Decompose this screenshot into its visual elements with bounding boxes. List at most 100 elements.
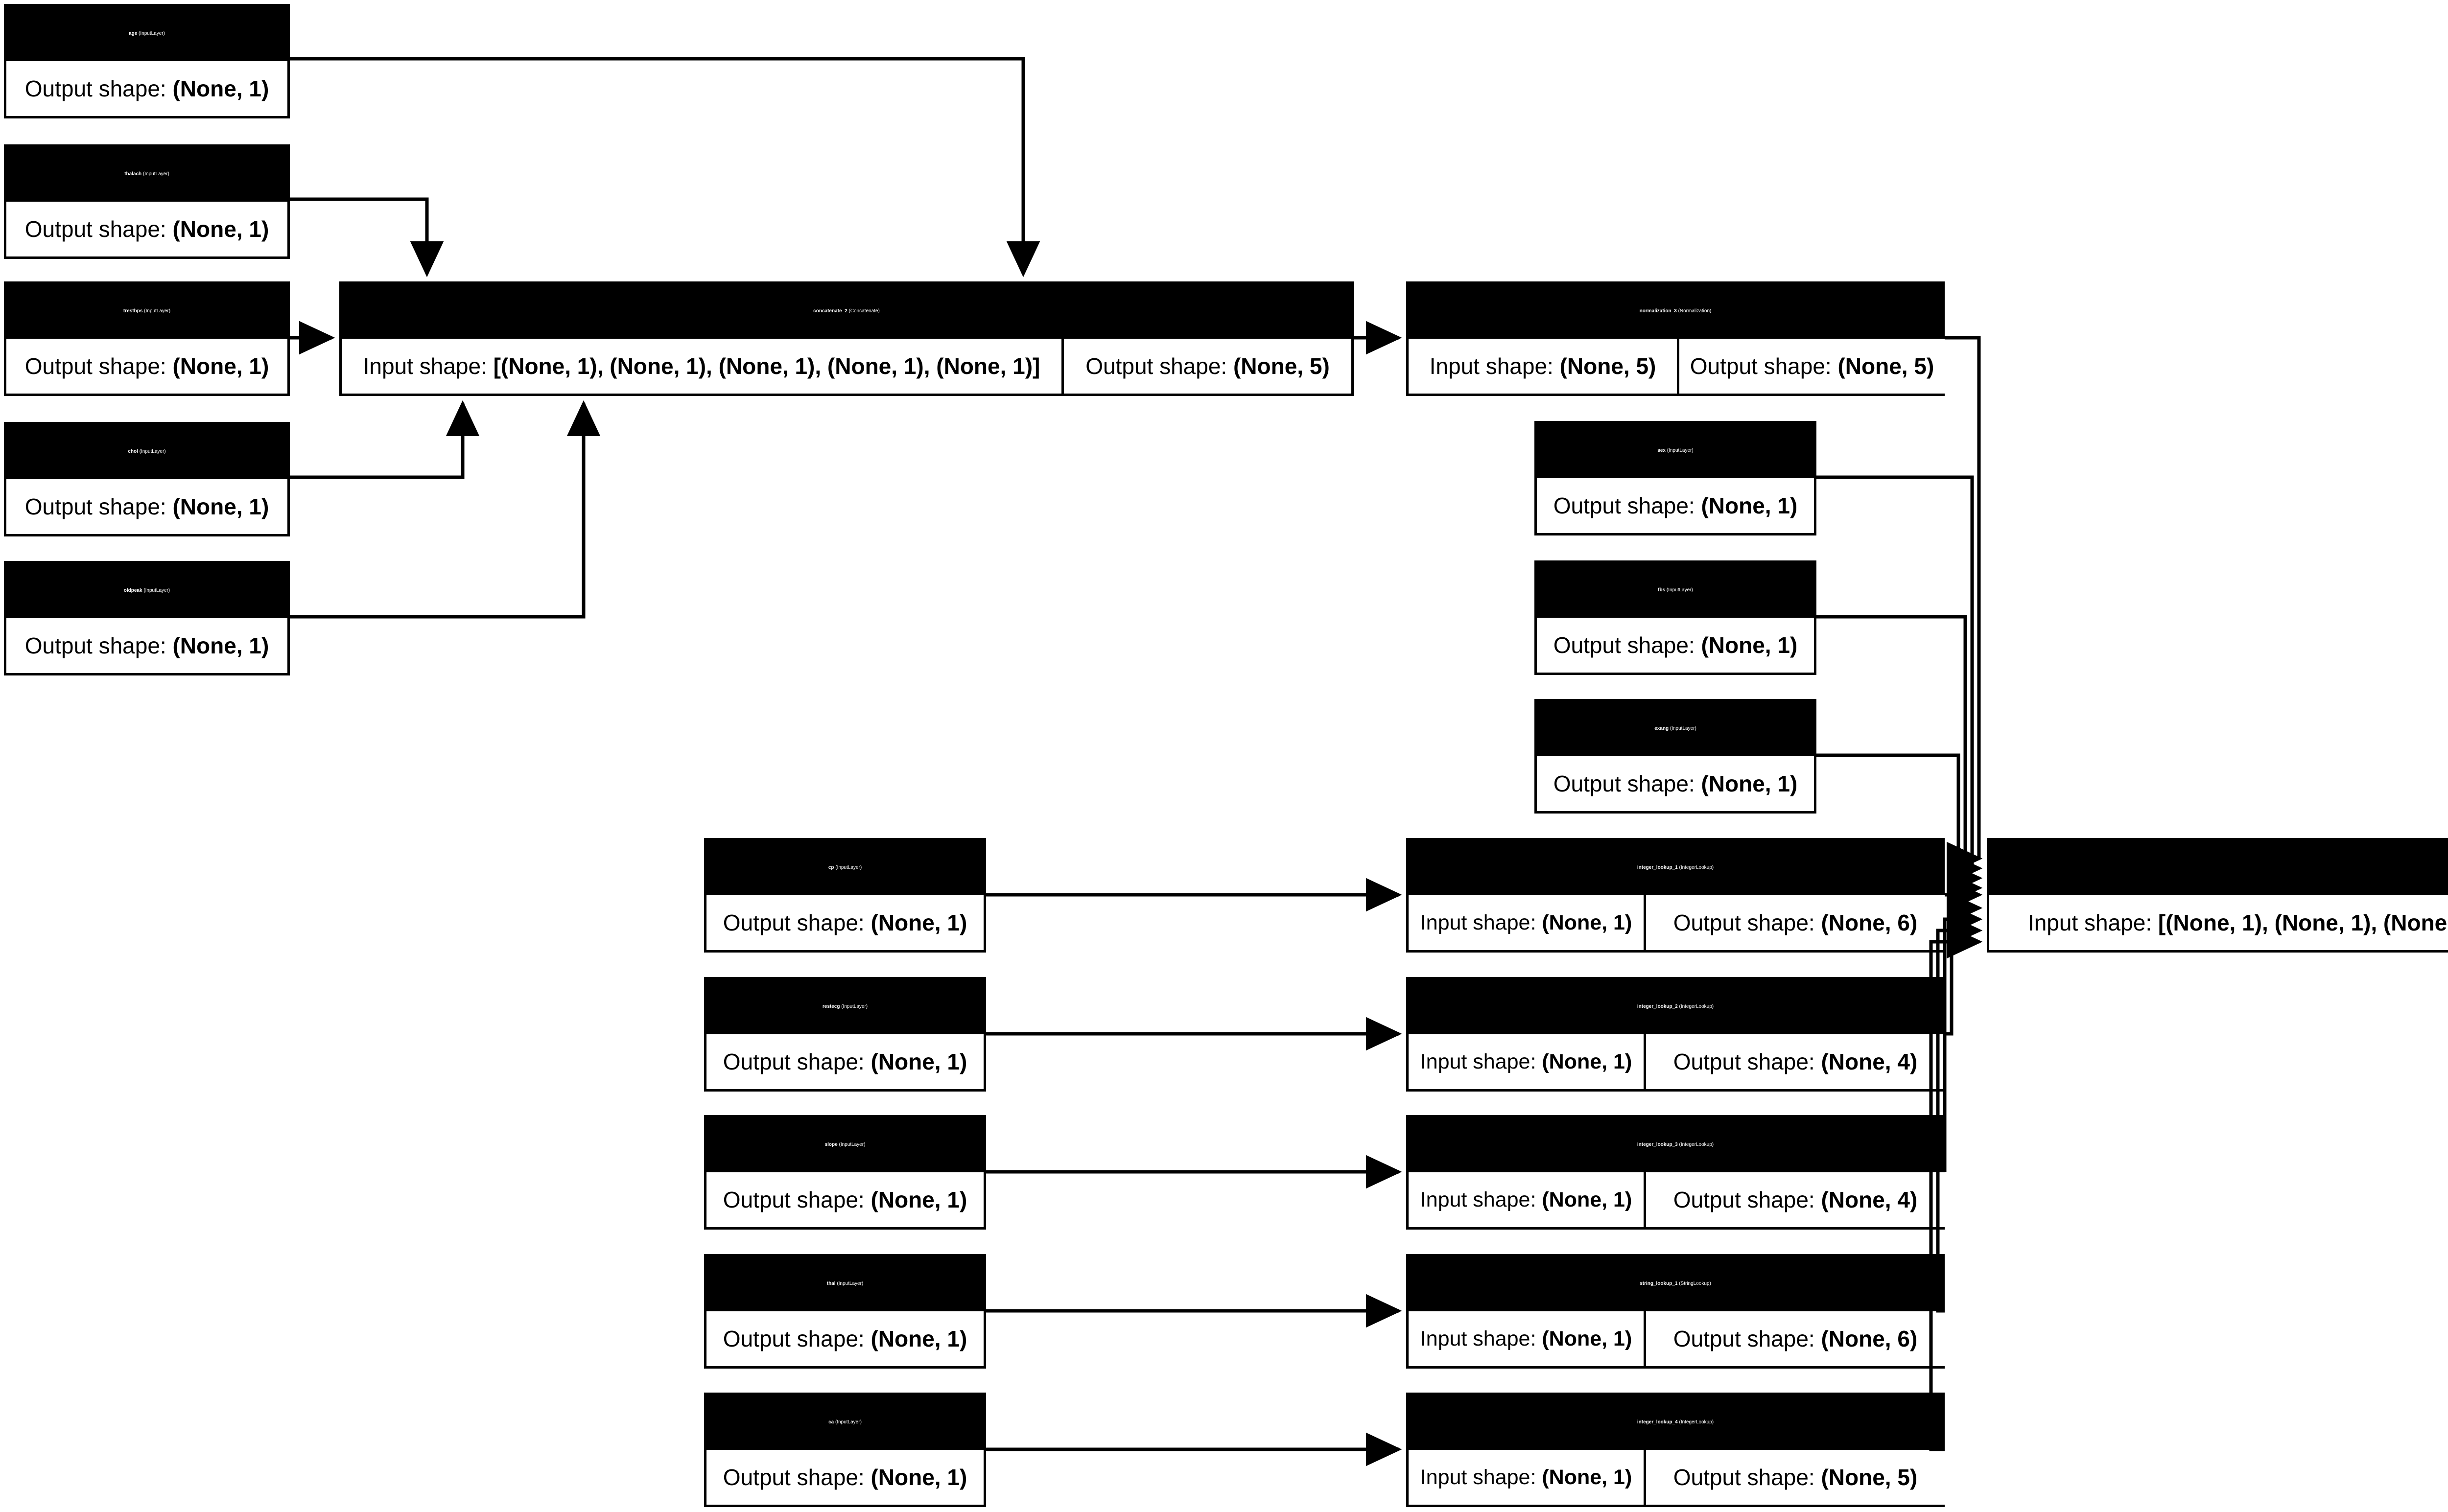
- layer-type-slope: (InputLayer): [839, 1141, 866, 1147]
- shape-value: (None, 6): [1821, 910, 1918, 935]
- shape-value: (None, 1): [871, 910, 967, 935]
- layer-node-cp[interactable]: cp (InputLayer)Output shape: (None, 1): [704, 838, 986, 953]
- shape-value: (None, 4): [1821, 1049, 1918, 1074]
- layer-name-integer_lookup_4: integer_lookup_4: [1637, 1419, 1678, 1425]
- layer-node-string_lookup_1[interactable]: string_lookup_1 (StringLookup)Input shap…: [1406, 1254, 1945, 1369]
- layer-node-restecg[interactable]: restecg (InputLayer)Output shape: (None,…: [704, 977, 986, 1092]
- shape-cell-concatenate_2-1: Output shape: (None, 5): [1061, 339, 1351, 394]
- layer-header-integer_lookup_3: integer_lookup_3 (IntegerLookup): [1409, 1117, 1942, 1172]
- shape-cell-integer_lookup_4-0: Input shape: (None, 1): [1409, 1450, 1644, 1505]
- layer-name-string_lookup_1: string_lookup_1: [1640, 1280, 1678, 1286]
- shape-cell-thal-0: Output shape: (None, 1): [706, 1311, 984, 1366]
- layer-type-oldpeak: (InputLayer): [143, 587, 170, 593]
- shape-label: Output shape:: [24, 633, 173, 658]
- layer-type-ca: (InputLayer): [835, 1419, 862, 1425]
- layer-type-integer_lookup_2: (IntegerLookup): [1679, 1003, 1714, 1009]
- layer-name-integer_lookup_1: integer_lookup_1: [1637, 864, 1678, 870]
- shape-cell-normalization_3-1: Output shape: (None, 5): [1677, 339, 1945, 394]
- layer-shapes-thal: Output shape: (None, 1): [706, 1311, 984, 1366]
- layer-node-normalization_3[interactable]: normalization_3 (Normalization)Input sha…: [1406, 281, 1945, 396]
- shape-label: Output shape:: [1085, 353, 1233, 379]
- layer-node-trestbps[interactable]: trestbps (InputLayer)Output shape: (None…: [4, 281, 290, 396]
- shape-cell-concatenate_2-0: Input shape: [(None, 1), (None, 1), (Non…: [342, 339, 1061, 394]
- layer-name-age: age: [129, 30, 138, 36]
- layer-node-ca[interactable]: ca (InputLayer) Output shape: (None, 1): [704, 1393, 986, 1507]
- shape-value: (None, 1): [871, 1465, 967, 1490]
- layer-name-trestbps: trestbps: [123, 308, 143, 314]
- shape-label: Input shape:: [1420, 1465, 1542, 1489]
- layer-node-thalach[interactable]: thalach (InputLayer)Output shape: (None,…: [4, 144, 290, 259]
- shape-cell-trestbps-0: Output shape: (None, 1): [6, 339, 287, 394]
- shape-label: Output shape:: [24, 494, 173, 519]
- layer-shapes-ca: Output shape: (None, 1): [706, 1450, 984, 1505]
- shape-cell-string_lookup_1-1: Output shape: (None, 6): [1644, 1311, 1945, 1366]
- layer-name-thal: thal: [826, 1280, 836, 1286]
- shape-value: (None, 5): [1233, 353, 1330, 379]
- shape-label: Output shape:: [723, 1465, 871, 1490]
- layer-shapes-integer_lookup_4: Input shape: (None, 1) Output shape: (Non…: [1409, 1450, 1945, 1505]
- layer-header-concatenate_2: concatenate_2 (Concatenate): [342, 284, 1351, 339]
- edge-normalization_3-to-concatenate_3: [1945, 336, 1983, 876]
- layer-node-sex[interactable]: sex (InputLayer)Output shape: (None, 1): [1534, 421, 1816, 535]
- layer-node-integer_lookup_3[interactable]: integer_lookup_3 (IntegerLookup)Input sh…: [1406, 1115, 1945, 1230]
- layer-node-concatenate_3[interactable]: concatenate_3 (Concatenate)Input shape: …: [1987, 838, 2448, 953]
- layer-type-integer_lookup_4: (IntegerLookup): [1679, 1419, 1714, 1425]
- layer-shapes-chol: Output shape: (None, 1): [6, 479, 287, 534]
- shape-value: (None, 1): [172, 494, 269, 519]
- layer-node-age[interactable]: age (InputLayer)Output shape: (None, 1): [4, 4, 290, 118]
- layer-node-integer_lookup_1[interactable]: integer_lookup_1 (IntegerLookup)Input sh…: [1406, 838, 1945, 953]
- layer-shapes-thalach: Output shape: (None, 1): [6, 202, 287, 256]
- layer-shapes-integer_lookup_3: Input shape: (None, 1)Output shape: (Non…: [1409, 1172, 1945, 1227]
- layer-node-slope[interactable]: slope (InputLayer) Output shape: (None, 1…: [704, 1115, 986, 1230]
- layer-header-string_lookup_1: string_lookup_1 (StringLookup): [1409, 1256, 1942, 1311]
- layer-node-integer_lookup_2[interactable]: integer_lookup_2 (IntegerLookup)Input sh…: [1406, 977, 1945, 1092]
- layer-name-ca: ca: [828, 1419, 834, 1425]
- layer-node-oldpeak[interactable]: oldpeak (InputLayer)Output shape: (None,…: [4, 561, 290, 675]
- layer-name-integer_lookup_3: integer_lookup_3: [1637, 1141, 1678, 1147]
- shape-cell-integer_lookup_2-1: Output shape: (None, 4): [1644, 1034, 1945, 1089]
- layer-header-cp: cp (InputLayer): [706, 840, 984, 895]
- shape-value: (None, 1): [1542, 1465, 1632, 1489]
- layer-shapes-integer_lookup_1: Input shape: (None, 1)Output shape: (Non…: [1409, 895, 1945, 950]
- shape-cell-ca-0: Output shape: (None, 1): [706, 1450, 984, 1505]
- layer-name-oldpeak: oldpeak: [123, 587, 142, 593]
- layer-shapes-string_lookup_1: Input shape: (None, 1)Output shape: (Non…: [1409, 1311, 1945, 1366]
- layer-name-sex: sex: [1657, 447, 1666, 453]
- layer-header-integer_lookup_2: integer_lookup_2 (IntegerLookup): [1409, 979, 1942, 1034]
- layer-node-concatenate_2[interactable]: concatenate_2 (Concatenate)Input shape: …: [339, 281, 1354, 396]
- layer-type-exang: (InputLayer): [1670, 725, 1696, 731]
- layer-name-chol: chol: [128, 448, 138, 454]
- shape-cell-string_lookup_1-0: Input shape: (None, 1): [1409, 1311, 1644, 1366]
- layer-shapes-fbs: Output shape: (None, 1): [1537, 618, 1814, 673]
- layer-type-thal: (InputLayer): [837, 1280, 864, 1286]
- layer-shapes-integer_lookup_2: Input shape: (None, 1)Output shape: (Non…: [1409, 1034, 1945, 1089]
- layer-node-exang[interactable]: exang (InputLayer)Output shape: (None, 1…: [1534, 699, 1816, 814]
- shape-value: (None, 1): [172, 76, 269, 101]
- shape-value: (None, 1): [1542, 1326, 1632, 1350]
- shape-label: Input shape:: [1429, 353, 1560, 379]
- shape-label: Input shape:: [1420, 1187, 1542, 1211]
- shape-label: Output shape:: [723, 1187, 871, 1212]
- layer-name-slope: slope: [824, 1141, 838, 1147]
- layer-header-exang: exang (InputLayer): [1537, 701, 1814, 756]
- shape-value: (None, 1): [871, 1187, 967, 1212]
- shape-label: Output shape:: [1673, 1465, 1821, 1490]
- layer-header-thalach: thalach (InputLayer): [6, 147, 287, 202]
- shape-label: Output shape:: [24, 76, 173, 101]
- shape-cell-thalach-0: Output shape: (None, 1): [6, 202, 287, 256]
- layer-type-thalach: (InputLayer): [142, 171, 169, 177]
- layer-name-cp: cp: [828, 864, 834, 870]
- layer-node-fbs[interactable]: fbs (InputLayer)Output shape: (None, 1): [1534, 560, 1816, 675]
- layer-node-thal[interactable]: thal (InputLayer) Output shape: (None, 1): [704, 1254, 986, 1369]
- layer-shapes-trestbps: Output shape: (None, 1): [6, 339, 287, 394]
- shape-label: Input shape:: [2027, 910, 2158, 935]
- shape-value: (None, 5): [1821, 1465, 1918, 1490]
- layer-node-integer_lookup_4[interactable]: integer_lookup_4 (IntegerLookup) Input sh…: [1406, 1393, 1945, 1507]
- layer-name-restecg: restecg: [822, 1003, 840, 1009]
- layer-name-fbs: fbs: [1658, 587, 1666, 593]
- edge-thalach-to-concatenate_2: [290, 197, 444, 278]
- layer-header-chol: chol (InputLayer): [6, 424, 287, 479]
- layer-node-chol[interactable]: chol (InputLayer)Output shape: (None, 1): [4, 422, 290, 536]
- edge-integer_lookup_3-to-concatenate_3: [1943, 902, 1983, 1172]
